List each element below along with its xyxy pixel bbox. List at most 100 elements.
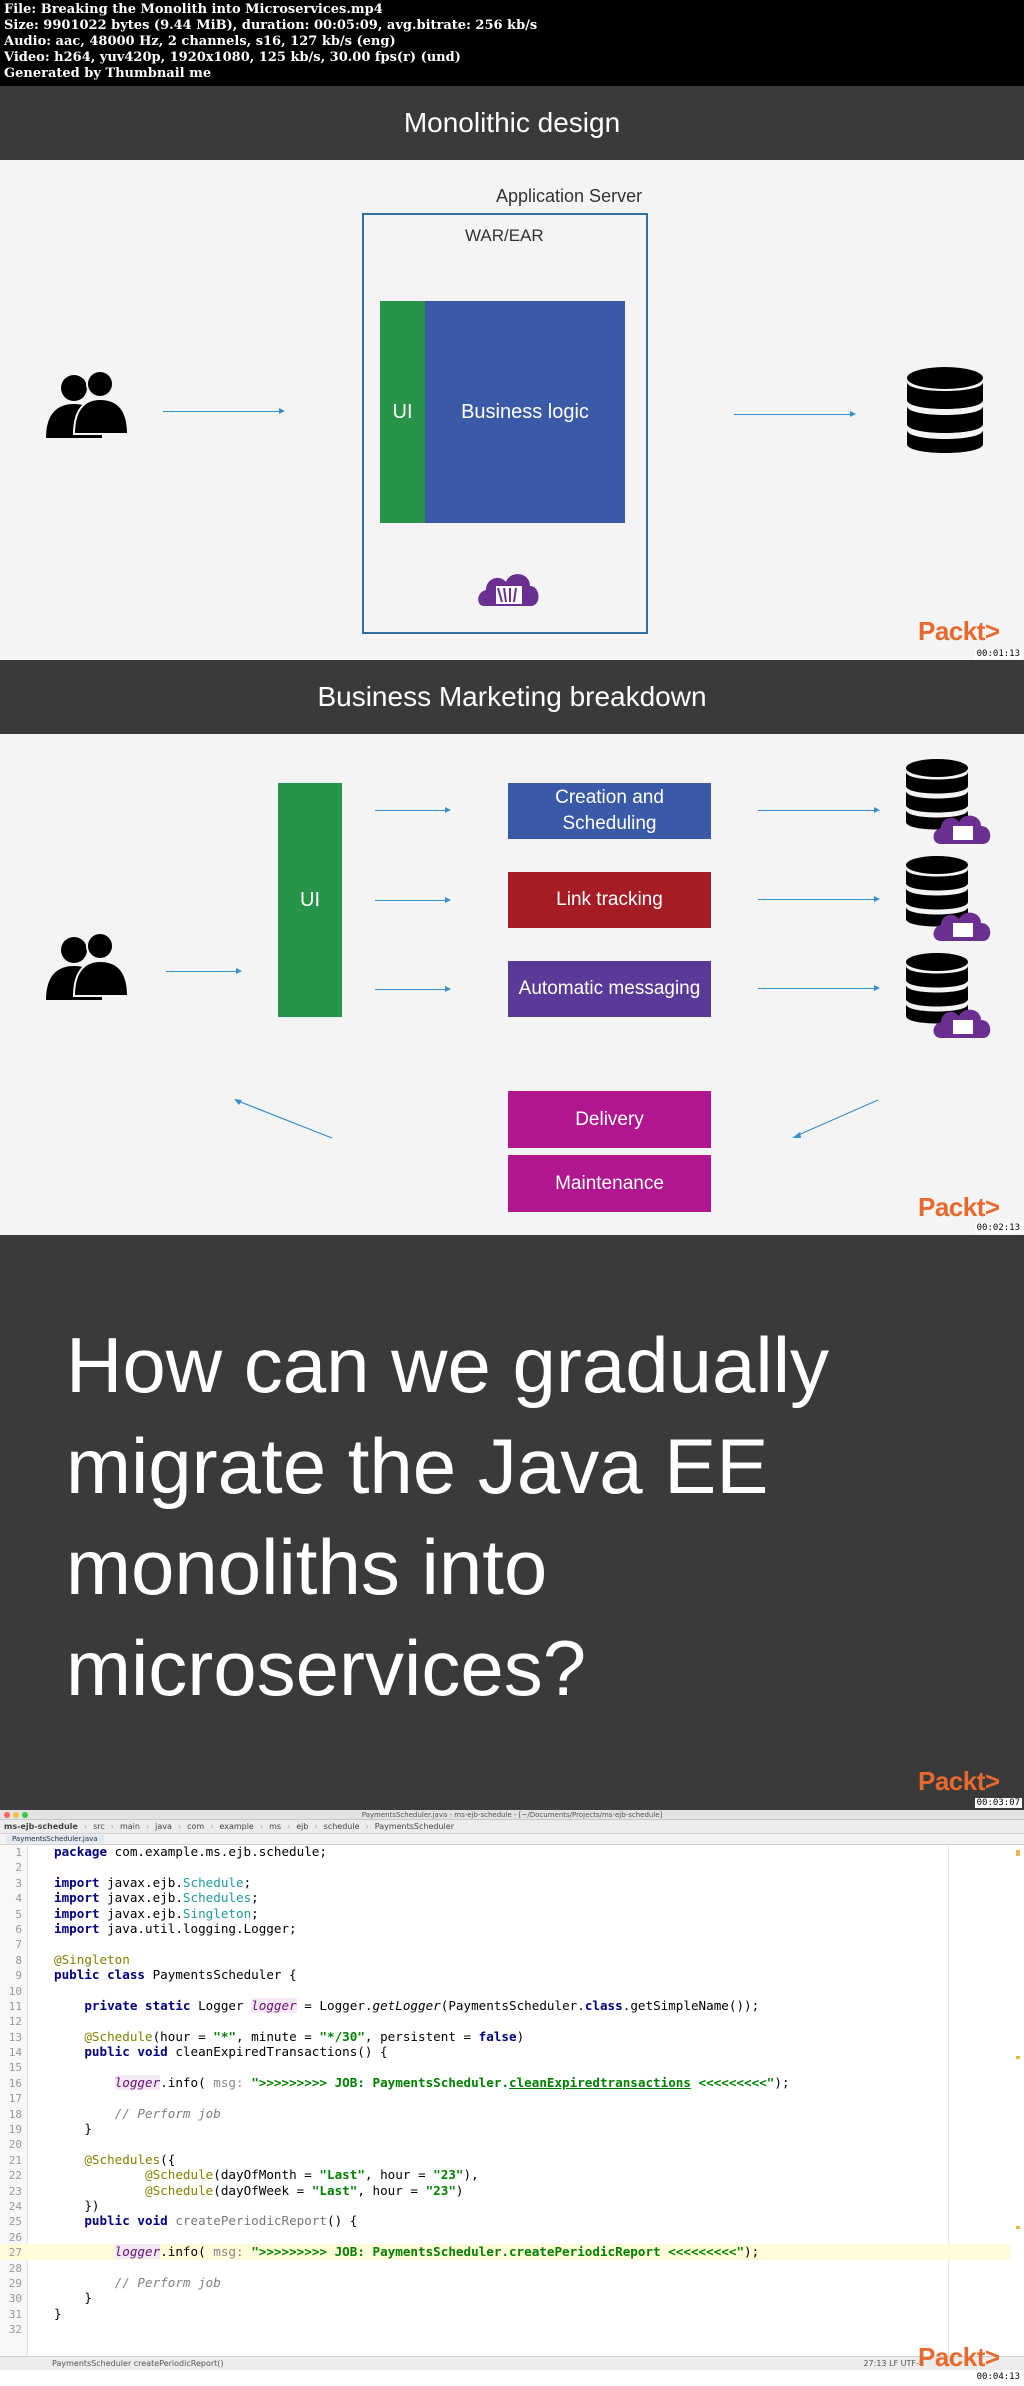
code-line: 10 — [8, 1984, 22, 1998]
ui-block: UI — [380, 301, 425, 523]
creation-scheduling-service: Creation and Scheduling — [508, 783, 711, 839]
breadcrumb-src[interactable]: src — [93, 1822, 105, 1831]
code-line: 25 public void createPeriodicReport() { — [8, 2213, 358, 2229]
chevron-right-icon: › — [83, 1822, 88, 1831]
ide-window: PaymentsScheduler.java - ms-ejb-schedule… — [0, 1810, 1024, 2386]
packt-logo: Packt> — [918, 616, 1000, 646]
scroll-mark — [1016, 2226, 1020, 2229]
breadcrumb-main[interactable]: main — [119, 1822, 140, 1831]
breadcrumb-example[interactable]: example — [219, 1822, 254, 1831]
code-line: 7 — [15, 1938, 22, 1952]
database-icon — [906, 759, 991, 844]
editor-tabs: PaymentsScheduler.java — [0, 1834, 1024, 1845]
zoom-window-icon[interactable] — [22, 1812, 28, 1818]
diagonal-arrow-left — [234, 1099, 333, 1139]
link-tracking-service: Link tracking — [508, 872, 711, 928]
breadcrumb-class[interactable]: PaymentsScheduler — [374, 1822, 454, 1831]
tab-paymentsscheduler[interactable]: PaymentsScheduler.java — [6, 1835, 104, 1843]
chevron-right-icon: › — [314, 1822, 318, 1831]
breadcrumb-com[interactable]: com — [187, 1822, 205, 1831]
code-line: 31} — [8, 2305, 62, 2321]
editor-scrollbar[interactable] — [1016, 1846, 1022, 2356]
code-line: 28 — [8, 2261, 22, 2275]
code-line: 22 @Schedule(dayOfMonth = "Last", hour =… — [8, 2167, 479, 2183]
app-server-label: Application Server — [496, 186, 643, 206]
slide-monolithic-design: Monolithic design Application Server WAR… — [0, 86, 1024, 660]
minimize-window-icon[interactable] — [13, 1812, 19, 1818]
breadcrumb-project[interactable]: ms-ejb-schedule — [4, 1822, 78, 1831]
right-margin-guide — [948, 1846, 949, 2356]
scroll-mark — [1016, 1850, 1020, 1856]
file-size: Size: 9901022 bytes (9.44 MiB), duration… — [4, 18, 538, 33]
arrow-ui-to-messaging — [375, 986, 451, 992]
file-info-header: File: Breaking the Monolith into Microse… — [0, 0, 1024, 86]
code-line: 14 public void cleanExpiredTransactions(… — [8, 2044, 388, 2060]
users-icon — [46, 370, 130, 438]
generator-info: Generated by Thumbnail me — [4, 66, 212, 81]
code-line: 30 } — [8, 2290, 92, 2306]
ui-block: UI — [278, 783, 342, 1017]
app-server-box — [362, 213, 648, 634]
packt-logo: Packt> — [918, 1766, 1000, 1796]
chevron-right-icon: › — [365, 1822, 369, 1831]
code-line: 12 — [8, 2015, 22, 2029]
ide-title-bar: PaymentsScheduler.java - ms-ejb-schedule… — [0, 1810, 1024, 1820]
code-line: 23 @Schedule(dayOfWeek = "Last", hour = … — [8, 2182, 464, 2198]
code-line: 24 }) — [8, 2197, 100, 2213]
code-line: 29 // Perform job — [8, 2274, 221, 2290]
slide-business-breakdown: Business Marketing breakdown UI Creation… — [0, 660, 1024, 1235]
scroll-mark — [1016, 2056, 1020, 2059]
code-line: 13 @Schedule(hour = "*", minute = "*/30"… — [8, 2028, 525, 2044]
diagonal-arrow-right — [792, 1099, 879, 1138]
code-line: 17 — [8, 2092, 22, 2106]
chevron-right-icon: › — [110, 1822, 114, 1831]
slide-question: How can we gradually migrate the Java EE… — [0, 1235, 1024, 1810]
arrow-users-to-app — [163, 408, 285, 414]
chevron-right-icon: › — [210, 1822, 214, 1831]
chevron-right-icon: › — [177, 1822, 182, 1831]
video-info: Video: h264, yuv420p, 1920x1080, 125 kb/… — [4, 50, 461, 65]
code-line-current: 27 logger.info( msg: ">>>>>>>>> JOB: Pay… — [0, 2244, 1010, 2260]
database-icon — [906, 953, 991, 1038]
users-icon — [46, 932, 130, 1000]
breadcrumb-ms[interactable]: ms — [269, 1822, 282, 1831]
close-window-icon[interactable] — [4, 1812, 10, 1818]
arrow-ui-to-creation — [375, 807, 451, 813]
status-breadcrumb[interactable]: PaymentsScheduler createPeriodicReport() — [52, 2359, 224, 2368]
database-icon — [906, 856, 991, 941]
war-ear-label: WAR/EAR — [465, 226, 544, 245]
delivery-service: Delivery — [508, 1091, 711, 1148]
code-line: 2 — [15, 1861, 22, 1875]
code-line: 26 — [8, 2230, 22, 2244]
code-line: 8@Singleton — [15, 1951, 130, 1967]
timestamp: 00:03:07 — [974, 1798, 1022, 1808]
timestamp: 00:01:13 — [974, 649, 1022, 659]
code-line: 32 — [8, 2323, 22, 2337]
arrow-messaging-to-db — [758, 985, 880, 991]
arrow-users-to-ui — [166, 968, 242, 974]
chevron-right-icon: › — [145, 1822, 150, 1831]
breadcrumb-schedule[interactable]: schedule — [323, 1822, 360, 1831]
cursor-position[interactable]: 27:13 LF UTF-8 — [863, 2359, 924, 2368]
arrow-link-to-db — [758, 896, 880, 902]
arrow-ui-to-link — [375, 897, 451, 903]
breadcrumb-ejb[interactable]: ejb — [296, 1822, 309, 1831]
ide-window-title: PaymentsScheduler.java - ms-ejb-schedule… — [361, 1811, 663, 1819]
automatic-messaging-service: Automatic messaging — [508, 961, 711, 1017]
question-text: How can we gradually migrate the Java EE… — [66, 1321, 830, 1712]
packt-logo: Packt> — [918, 2342, 1000, 2372]
code-line: 15 — [8, 2061, 22, 2075]
packt-logo: Packt> — [918, 1192, 1000, 1222]
breadcrumb-java[interactable]: java — [155, 1822, 172, 1831]
code-line: 11 private static Logger logger = Logger… — [8, 1997, 760, 2013]
code-line: 16 logger.info( msg: ">>>>>>>>> JOB: Pay… — [8, 2074, 790, 2090]
arrow-app-to-db — [734, 411, 856, 417]
breadcrumb: ms-ejb-schedule › src › main › java › com › e… — [0, 1820, 1024, 1834]
timestamp: 00:04:13 — [974, 2372, 1022, 2382]
